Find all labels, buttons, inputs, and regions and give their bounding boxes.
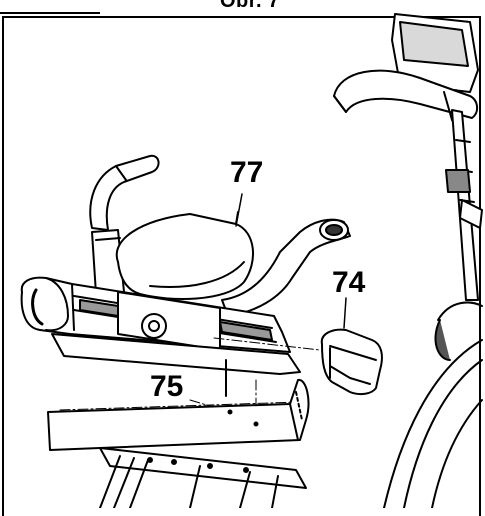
seat-handle-right	[221, 218, 351, 317]
front-column	[445, 109, 483, 301]
base-frame	[99, 447, 307, 508]
lower-rail-cover	[47, 379, 310, 451]
header-rule	[0, 12, 100, 14]
figure-title: Obr. 7	[220, 0, 280, 12]
callout-leaders	[235, 193, 347, 329]
callout-pedal-part-number: 74	[332, 266, 366, 299]
figure-frame	[2, 16, 481, 516]
pedal-part	[320, 328, 383, 396]
seat-cushion	[115, 211, 255, 300]
console-display	[391, 13, 479, 105]
callout-rail-part-number: 75	[150, 370, 184, 403]
lower-bracket	[51, 333, 301, 397]
callout-seat-part-number: 77	[230, 156, 264, 189]
frame-arc	[383, 301, 483, 508]
seat-handle-left	[89, 154, 160, 231]
